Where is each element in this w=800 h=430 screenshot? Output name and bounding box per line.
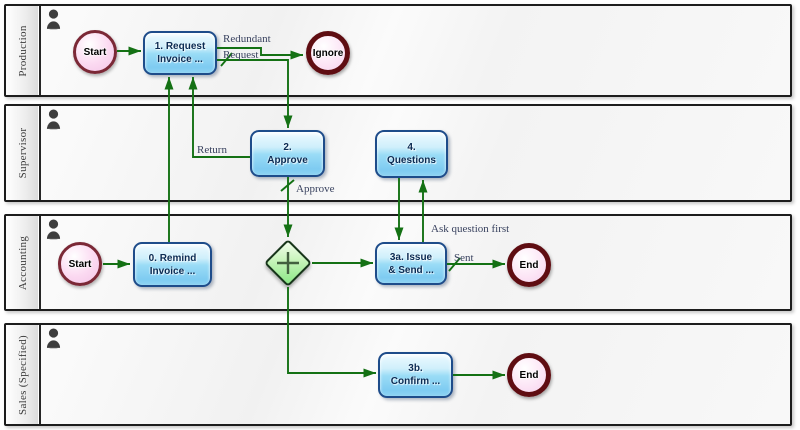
task-label: 2. Approve [267,141,308,166]
task-label: 3b. Confirm ... [390,363,441,387]
end-event-label: Ignore [312,47,344,59]
lane-sales-header: Sales (Specified) [6,325,41,424]
end-event-ignore[interactable]: Ignore [306,31,350,75]
task-label: 0. Remind Invoice ... [148,252,197,277]
end-event-accounting[interactable]: End [507,243,551,287]
person-icon [46,328,61,349]
lane-accounting-title: Accounting [16,235,29,290]
flow-request-to-ignore[interactable] [217,47,303,60]
task-questions[interactable]: 4. Questions [375,130,448,178]
task-label: 1. Request Invoice ... [154,41,206,65]
flow-label-return: Return [197,144,227,156]
end-event-sales[interactable]: End [507,353,551,397]
person-icon [46,219,61,240]
default-flow-marker [280,179,295,192]
task-label: 3a. Issue & Send ... [388,251,434,276]
lane-production-header: Production [6,6,41,95]
end-event-label: End [519,259,539,271]
flow-gateway-to-confirm[interactable] [287,287,376,378]
default-flow-marker [448,257,461,272]
default-flow-marker [220,52,233,67]
lane-production-title: Production [16,24,29,77]
plus-icon [277,252,299,274]
start-event-label: Start [68,258,92,270]
task-approve[interactable]: 2. Approve [250,130,325,177]
lane-sales-title: Sales (Specified) [16,334,29,415]
start-event-label: Start [83,46,107,58]
person-icon [46,109,61,130]
flow-label-approve: Approve [296,183,335,195]
task-confirm[interactable]: 3b. Confirm ... [378,352,453,398]
lane-accounting-header: Accounting [6,216,41,309]
start-event-production[interactable]: Start [73,30,117,74]
lane-supervisor-header: Supervisor [6,106,41,200]
task-issue-send[interactable]: 3a. Issue & Send ... [375,242,447,285]
flow-label-redundant-request: Redundant Request [223,33,271,61]
person-icon [46,9,61,30]
flow-label-ask-question-first: Ask question first [431,223,510,235]
start-event-accounting[interactable]: Start [58,242,102,286]
flow-request-to-approve[interactable] [217,59,293,128]
lane-supervisor-title: Supervisor [16,127,29,179]
task-label: 4. Questions [387,142,436,166]
task-remind-invoice[interactable]: 0. Remind Invoice ... [133,242,212,287]
flow-approve-return-to-request[interactable] [188,77,250,158]
flow-label-sent: Sent [454,252,474,264]
task-request-invoice[interactable]: 1. Request Invoice ... [143,31,217,75]
end-event-label: End [519,369,539,381]
